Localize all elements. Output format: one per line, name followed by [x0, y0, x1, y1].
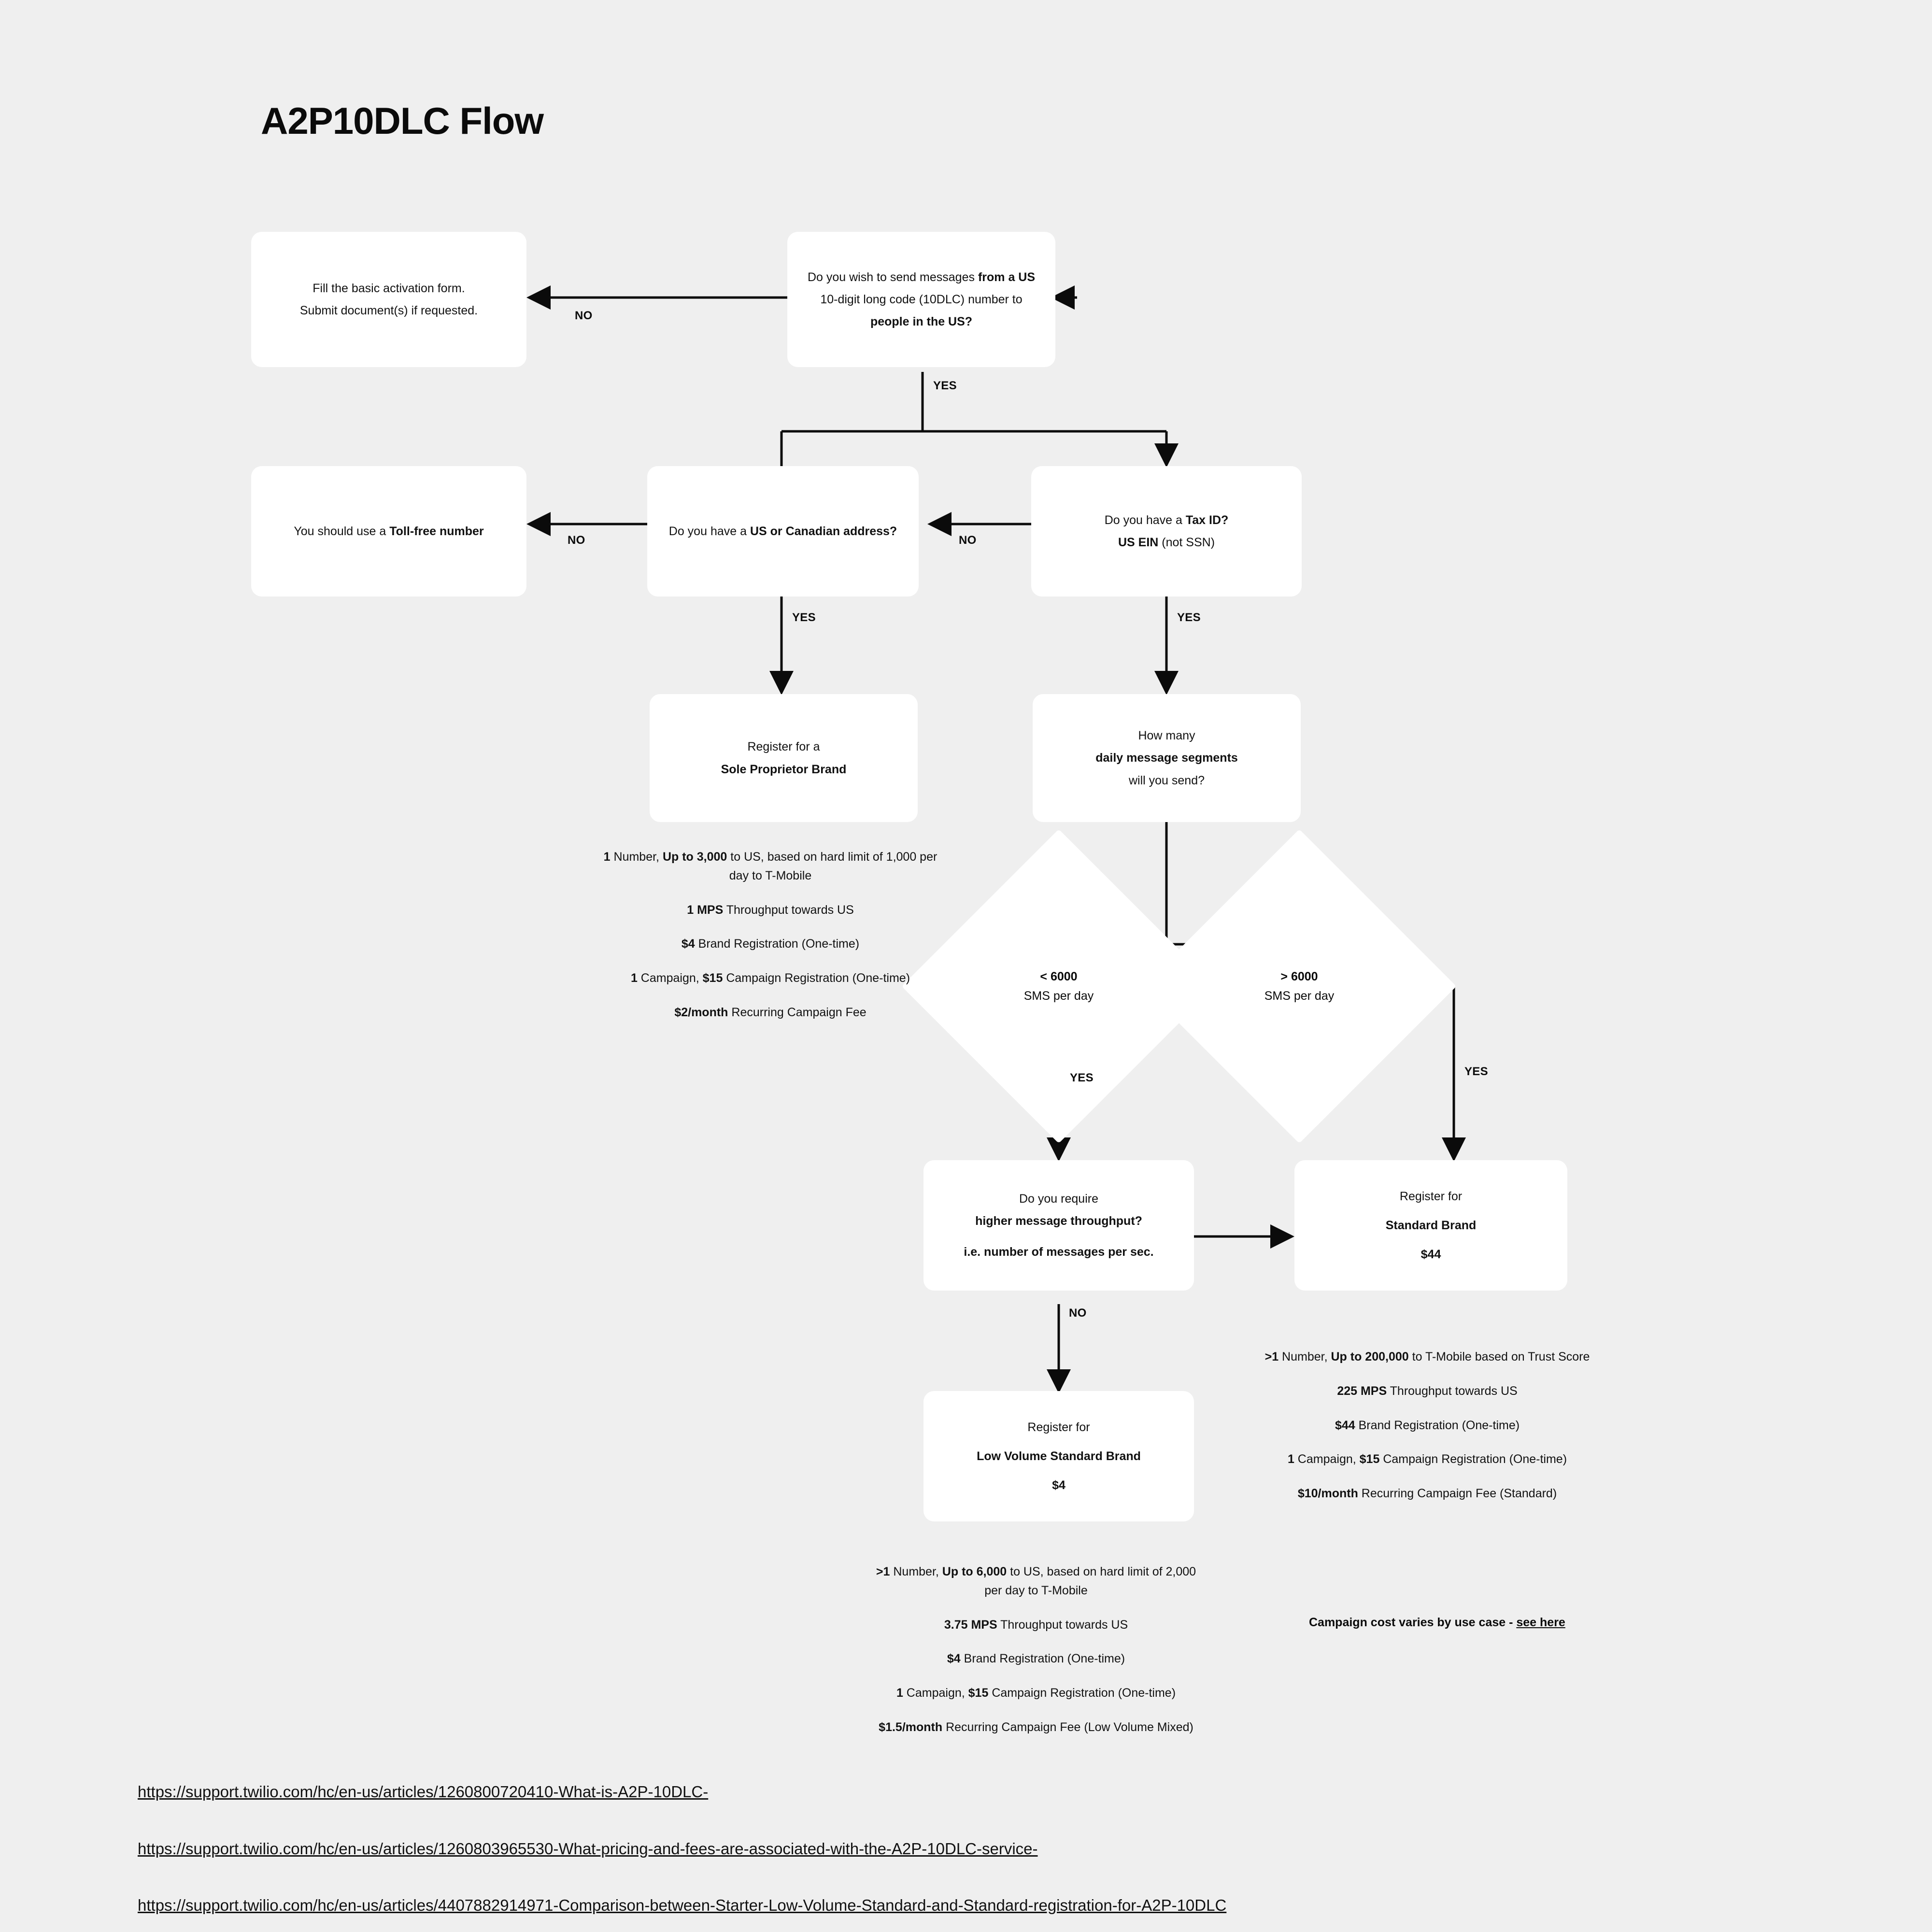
- page-title: A2P10DLC Flow: [261, 99, 544, 142]
- node-question-daily-segments[interactable]: How many daily message segments will you…: [1033, 694, 1301, 822]
- lt6000-bold: < 6000: [1040, 970, 1078, 983]
- price-note-line: 1 MPS Throughput towards US: [687, 903, 854, 917]
- lt6000-plain: SMS per day: [1023, 989, 1094, 1003]
- notes-sole-proprietor: 1 Number, Up to 3,000 to US, based on ha…: [601, 848, 939, 1022]
- edge-label-yes-top: YES: [933, 379, 957, 392]
- q-us-line1-plain: Do you wish to send messages: [807, 270, 978, 284]
- activation-line-1: Fill the basic activation form.: [313, 281, 465, 295]
- price-note-line: $4 Brand Registration (One-time): [947, 1652, 1125, 1666]
- gt6000-bold: > 6000: [1280, 970, 1318, 983]
- edge-label-no-address: NO: [568, 534, 585, 547]
- node-tollfree-recommendation[interactable]: You should use a Toll-free number: [251, 466, 526, 597]
- footnote-text: Campaign cost varies by use case -: [1309, 1616, 1517, 1629]
- q-us-line3: people in the US?: [870, 315, 973, 329]
- activation-line-2: Submit document(s) if requested.: [299, 304, 478, 317]
- gt6000-plain: SMS per day: [1264, 989, 1335, 1003]
- price-note-line: 3.75 MPS Throughput towards US: [944, 1618, 1128, 1632]
- edge-label-no-top: NO: [575, 309, 593, 322]
- node-question-us-number[interactable]: Do you wish to send messages from a US 1…: [787, 232, 1055, 367]
- notes-low-volume: >1 Number, Up to 6,000 to US, based on h…: [867, 1563, 1205, 1737]
- q-us-line1-bold: from a US: [978, 270, 1036, 284]
- price-note-line: $4 Brand Registration (One-time): [681, 937, 860, 951]
- price-note-line: $10/month Recurring Campaign Fee (Standa…: [1297, 1487, 1557, 1500]
- edge-label-yes-gt6000: YES: [1464, 1065, 1488, 1078]
- node-question-address[interactable]: Do you have a US or Canadian address?: [647, 466, 919, 597]
- edge-label-yes-taxid: YES: [1177, 611, 1201, 624]
- price-note-line: $1.5/month Recurring Campaign Fee (Low V…: [879, 1720, 1193, 1734]
- node-activation-form[interactable]: Fill the basic activation form. Submit d…: [251, 232, 526, 367]
- price-note-line: 1 Campaign, $15 Campaign Registration (O…: [896, 1686, 1176, 1700]
- edge-label-no-throughput: NO: [1069, 1307, 1087, 1320]
- q-address-plain: Do you have a: [668, 524, 750, 538]
- sole-prop-line1: Register for a: [747, 740, 820, 754]
- standard-brand-line1: Register for: [1399, 1189, 1463, 1203]
- reference-link[interactable]: https://support.twilio.com/hc/en-us/arti…: [138, 1783, 709, 1801]
- price-note-line: 1 Campaign, $15 Campaign Registration (O…: [630, 971, 910, 985]
- footnote-link[interactable]: see here: [1516, 1616, 1565, 1629]
- price-note-line: $2/month Recurring Campaign Fee: [674, 1005, 867, 1019]
- node-standard-brand[interactable]: Register for Standard Brand $44: [1294, 1160, 1567, 1291]
- sole-prop-line2: Sole Proprietor Brand: [721, 762, 847, 776]
- node-low-volume-standard-brand[interactable]: Register for Low Volume Standard Brand $…: [923, 1391, 1194, 1521]
- throughput-line2: higher message throughput?: [975, 1214, 1142, 1228]
- low-volume-line1: Register for: [1027, 1420, 1090, 1434]
- standard-brand-price: $44: [1421, 1248, 1441, 1262]
- node-sole-proprietor-brand[interactable]: Register for a Sole Proprietor Brand: [650, 694, 918, 822]
- standard-brand-line2: Standard Brand: [1385, 1218, 1477, 1232]
- throughput-line3: i.e. number of messages per sec.: [964, 1245, 1154, 1259]
- low-volume-price: $4: [1052, 1478, 1065, 1492]
- q-taxid-line2-plain: (not SSN): [1158, 536, 1215, 549]
- price-note-line: >1 Number, Up to 6,000 to US, based on h…: [876, 1565, 1196, 1597]
- edge-label-yes-lt6000: YES: [1070, 1071, 1094, 1084]
- edge-label-no-taxid: NO: [959, 534, 977, 547]
- q-address-bold: US or Canadian address?: [750, 524, 897, 538]
- q-taxid-line2-bold: US EIN: [1118, 536, 1159, 549]
- segments-line1: How many: [1138, 729, 1195, 743]
- notes-standard: >1 Number, Up to 200,000 to T-Mobile bas…: [1258, 1348, 1596, 1503]
- q-us-line2: 10-digit long code (10DLC) number to: [820, 292, 1023, 306]
- tollfree-bold: Toll-free number: [389, 524, 484, 538]
- decision-greater-than-6000[interactable]: > 6000 SMS per day: [1142, 829, 1457, 1144]
- throughput-line1: Do you require: [1019, 1192, 1098, 1206]
- decision-less-than-6000[interactable]: < 6000 SMS per day: [901, 829, 1216, 1144]
- low-volume-line2: Low Volume Standard Brand: [977, 1449, 1141, 1463]
- price-note-line: 225 MPS Throughput towards US: [1337, 1384, 1518, 1398]
- footnote-campaign-cost[interactable]: Campaign cost varies by use case - see h…: [1309, 1616, 1565, 1630]
- reference-link[interactable]: https://support.twilio.com/hc/en-us/arti…: [138, 1896, 1227, 1915]
- segments-line3: will you send?: [1128, 773, 1205, 787]
- price-note-line: 1 Campaign, $15 Campaign Registration (O…: [1287, 1452, 1567, 1466]
- segments-line2: daily message segments: [1095, 751, 1238, 765]
- reference-links: https://support.twilio.com/hc/en-us/arti…: [138, 1782, 1828, 1915]
- node-question-taxid[interactable]: Do you have a Tax ID? US EIN (not SSN): [1031, 466, 1302, 597]
- reference-link[interactable]: https://support.twilio.com/hc/en-us/arti…: [138, 1839, 1038, 1858]
- price-note-line: 1 Number, Up to 3,000 to US, based on ha…: [603, 850, 938, 882]
- q-taxid-plain: Do you have a: [1104, 513, 1186, 527]
- node-question-throughput[interactable]: Do you require higher message throughput…: [923, 1160, 1194, 1291]
- edge-label-yes-address: YES: [792, 611, 816, 624]
- tollfree-plain: You should use a: [294, 524, 390, 538]
- price-note-line: $44 Brand Registration (One-time): [1335, 1418, 1520, 1432]
- q-taxid-bold: Tax ID?: [1185, 513, 1229, 527]
- price-note-line: >1 Number, Up to 200,000 to T-Mobile bas…: [1264, 1350, 1590, 1364]
